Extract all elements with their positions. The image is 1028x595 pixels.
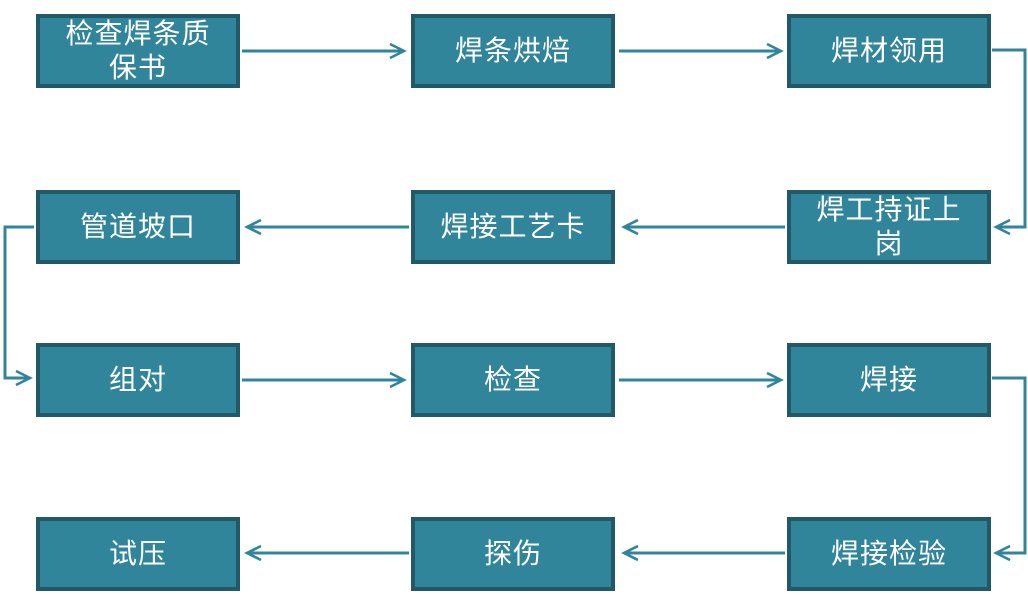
node-welding: 焊接 — [787, 343, 991, 417]
node-label: 焊工持证上 岗 — [816, 193, 962, 259]
node-label: 焊接 — [859, 363, 918, 395]
node-welding-material-issue: 焊材领用 — [787, 14, 991, 88]
node-label: 组对 — [108, 363, 167, 395]
node-pressure-test: 试压 — [36, 517, 240, 591]
node-weld-inspection: 焊接检验 — [787, 517, 991, 591]
connector-issue-to-certified-welder — [992, 48, 1027, 236]
node-label: 管道坡口 — [79, 210, 196, 242]
node-check-electrode-certificate: 检查焊条质 保书 — [36, 14, 240, 88]
node-fit-up: 组对 — [36, 343, 240, 417]
node-label: 焊接检验 — [830, 537, 947, 569]
node-welding-procedure-card: 焊接工艺卡 — [411, 190, 615, 264]
node-inspection: 检查 — [411, 343, 615, 417]
node-label: 焊条烘焙 — [454, 34, 571, 66]
node-pipe-beveling: 管道坡口 — [36, 190, 240, 264]
node-label: 焊接工艺卡 — [440, 210, 586, 242]
node-label: 检查 — [483, 363, 542, 395]
node-label: 检查焊条质 保书 — [65, 17, 211, 83]
node-label: 试压 — [108, 537, 167, 569]
node-label: 探伤 — [483, 537, 542, 569]
node-electrode-baking: 焊条烘焙 — [411, 14, 615, 88]
connector-beveling-to-fitup — [3, 225, 34, 387]
connector-welding-to-weld-inspection — [992, 376, 1027, 562]
node-flaw-detection: 探伤 — [411, 517, 615, 591]
node-welder-certified-on-duty: 焊工持证上 岗 — [787, 190, 991, 264]
node-label: 焊材领用 — [830, 34, 947, 66]
